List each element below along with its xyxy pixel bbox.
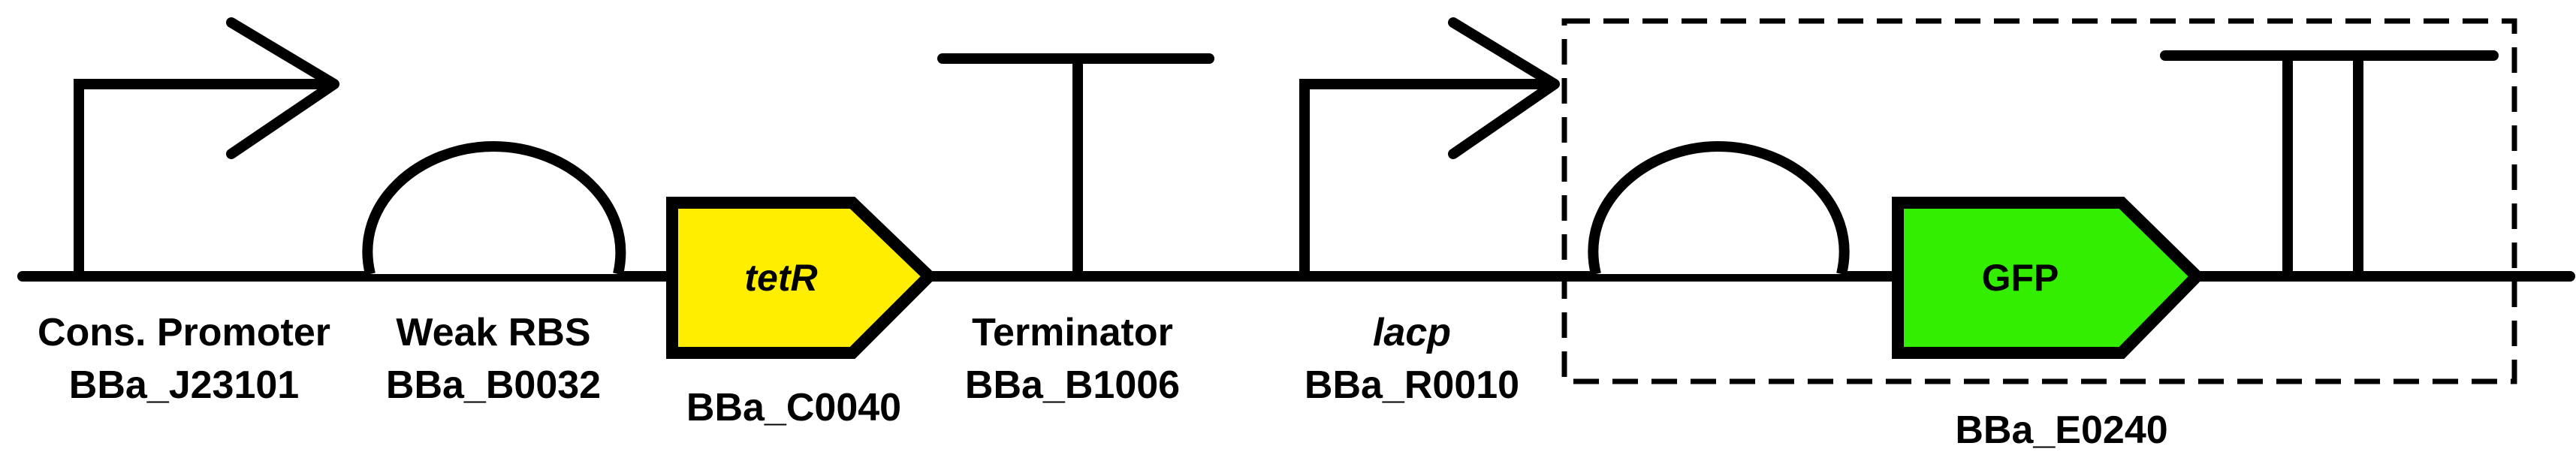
lacp-name: lacp [1373,311,1451,354]
gfp-cds-label: GFP [1982,257,2059,299]
rbs-weak-name: Weak RBS [396,311,590,354]
terminator-name: Terminator [972,311,1173,354]
device-id: BBa_E0240 [1955,408,2167,452]
lacp-id: BBa_R0010 [1305,363,1519,407]
double-terminator-icon [2160,50,2499,276]
promoter1-id: BBa_J23101 [69,363,299,407]
promoter-arrow-icon [74,17,339,276]
rbs-semicircle-icon [362,140,626,276]
tetr-cds-label: tetR [744,257,817,299]
terminator-id: BBa_B1006 [965,363,1180,407]
promoter1-name: Cons. Promoter [38,311,330,354]
rbs2-semicircle-icon [1588,140,1850,276]
device-box [1561,18,2517,384]
terminator-t-icon [937,53,1214,276]
lacp-promoter-arrow-icon [1299,17,1560,276]
tetr-cds-arrow [666,197,938,359]
gfp-cds-arrow [1892,197,2206,359]
rbs-weak-id: BBa_B0032 [386,363,601,407]
tetr-id: BBa_C0040 [686,386,901,429]
